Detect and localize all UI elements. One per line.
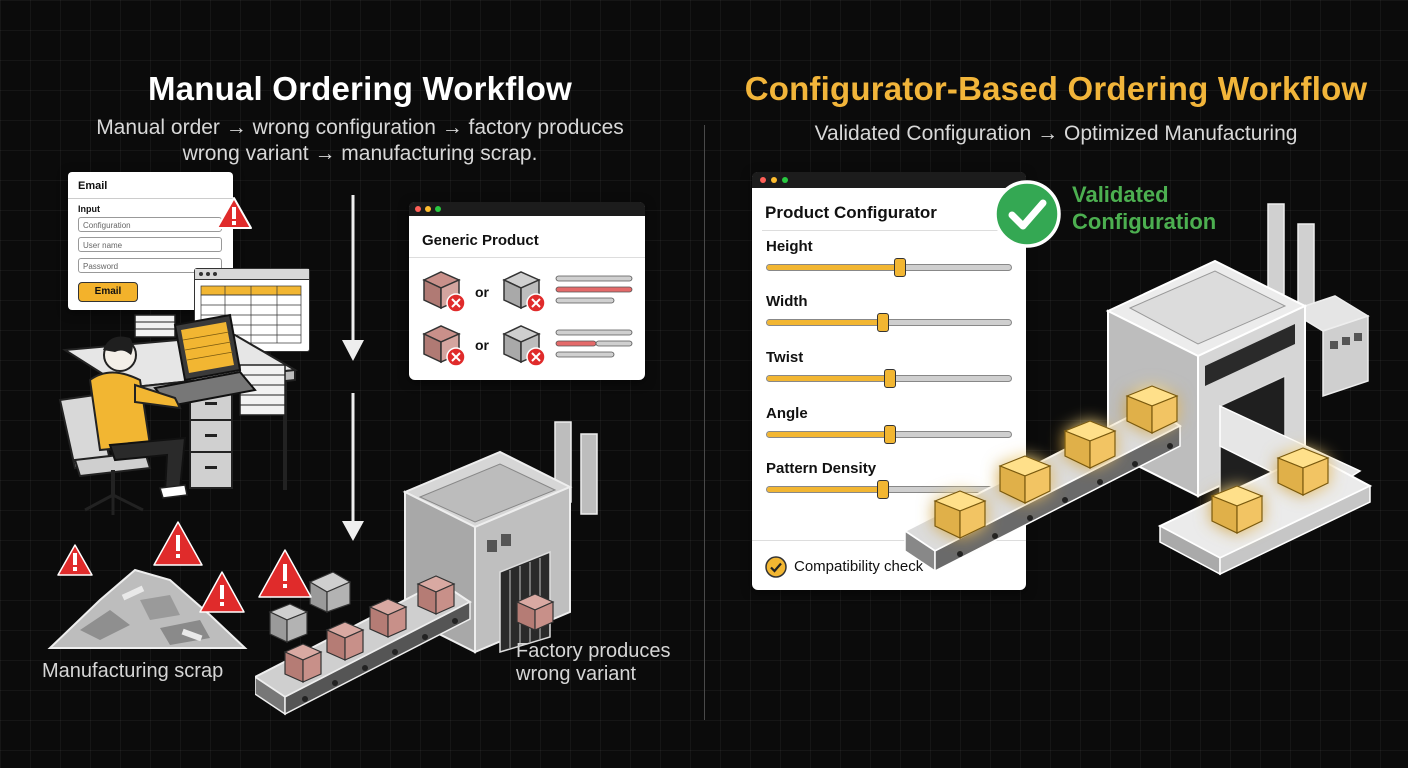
factory-caption: Factory produces wrong variant [516,640,671,686]
slider-twist[interactable] [766,369,1012,388]
section-divider [704,125,705,720]
or-label: or [475,337,489,353]
email-form-panel: Email Input Configuration User name Pass… [68,172,233,310]
manual-factory-illustration [255,421,598,716]
slider-label-width: Width [766,293,808,310]
slider-thumb[interactable] [893,258,906,277]
slider-fill [767,487,883,492]
form-title: Email [78,180,108,192]
validated-check-icon [993,180,1061,248]
box-variant-icon [502,325,546,367]
configurator-title: Configurator-Based Ordering Workflow [744,70,1368,107]
username-field[interactable]: User name [78,237,222,252]
slider-label-twist: Twist [766,349,804,366]
slider-fill [767,320,883,325]
flow-arrow-down-icon [342,393,364,541]
slider-thumb[interactable] [876,480,889,499]
check-circle-icon [765,556,787,578]
slider-thumb[interactable] [884,425,896,444]
validated-configuration-label: Validated Configuration [1072,181,1216,235]
option-lines [555,329,633,358]
generic-product-title: Generic Product [422,232,539,249]
box-variant-icon [422,271,466,313]
slider-pattern-density[interactable] [766,480,1012,499]
factory-caption-line2: wrong variant [516,663,637,685]
validated-line2: Configuration [1072,209,1217,234]
configurator-panel-title: Product Configurator [765,203,937,222]
generic-product-panel: Generic Product or or [409,202,645,380]
slider-fill [767,432,890,437]
manual-title: Manual Ordering Workflow [147,70,573,107]
optimized-factory-illustration [903,203,1373,576]
manual-subtitle: Manual order → wrong configuration → fac… [40,115,680,167]
office-worker-illustration [58,313,299,515]
configuration-field[interactable]: Configuration [78,217,222,232]
factory-caption-line1: Factory produces [516,640,671,662]
manual-subtitle-line1: Manual order → wrong configuration → fac… [96,116,624,139]
compatibility-check-label[interactable]: Compatibility check [794,558,924,575]
box-variant-icon [502,271,546,313]
validated-line1: Validated [1072,182,1169,207]
slider-height[interactable] [766,258,1012,277]
slider-angle[interactable] [766,425,1012,444]
slider-label-pattern-density: Pattern Density [766,460,877,477]
scrap-caption: Manufacturing scrap [42,660,224,682]
slider-label-angle: Angle [766,405,808,422]
manual-subtitle-line2: wrong variant → manufacturing scrap. [182,142,538,165]
flow-arrow-down-icon [342,195,364,361]
slider-fill [767,376,890,381]
slider-thumb[interactable] [884,369,896,388]
warning-icon [216,197,252,229]
option-lines [555,275,633,304]
or-label: or [475,284,489,300]
generic-browser-bar [409,202,645,216]
scrap-pile-illustration [47,521,248,649]
password-field[interactable]: Password [78,258,222,273]
form-section-label: Input [78,204,100,214]
slider-fill [767,265,900,270]
configurator-subtitle: Validated Configuration → Optimized Manu… [814,122,1298,145]
email-button[interactable]: Email [78,282,138,302]
slider-thumb[interactable] [876,313,889,332]
box-variant-icon [422,325,466,367]
slider-label-height: Height [766,238,813,255]
configurator-browser-bar [752,172,1026,188]
slider-width[interactable] [766,313,1012,332]
